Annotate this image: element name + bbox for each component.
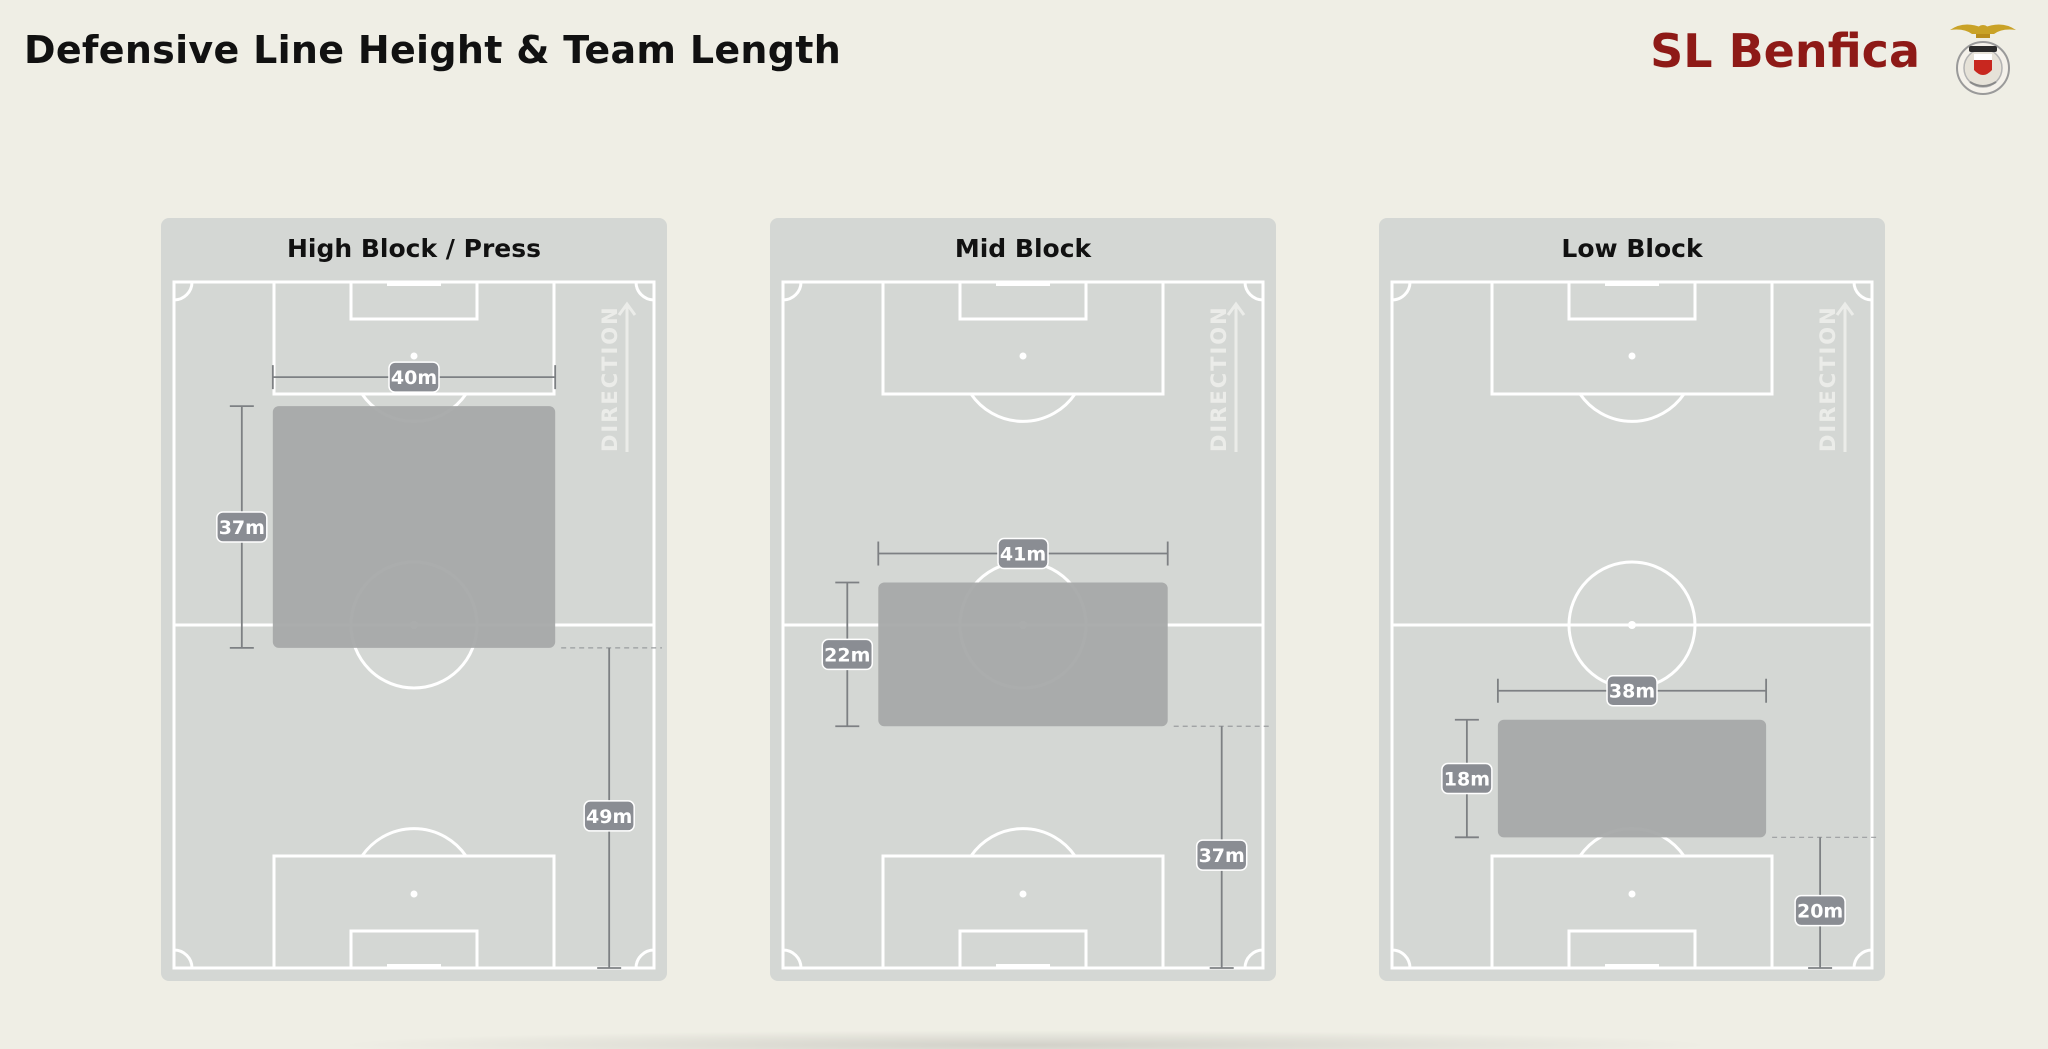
goal-bottom bbox=[387, 964, 441, 969]
goal-area-bottom bbox=[958, 929, 1088, 970]
panel-title: Low Block bbox=[1561, 234, 1703, 263]
pitch-panel-mid-block: Mid Block DIRECTION 41m 22m 37m bbox=[770, 218, 1276, 981]
length-label-bg bbox=[1441, 762, 1493, 795]
penalty-arc-bottom bbox=[360, 827, 468, 857]
shadow-decoration bbox=[330, 1030, 1720, 1049]
corner-arc bbox=[1391, 281, 1412, 302]
center-spot bbox=[1628, 621, 1636, 629]
goal-area-bottom bbox=[349, 929, 479, 970]
club-crest-icon bbox=[1950, 24, 2016, 95]
goal-area-top bbox=[1567, 280, 1697, 321]
goal-top bbox=[387, 281, 441, 286]
penalty-spot-top bbox=[410, 352, 418, 360]
pitch-diagram: DIRECTION 38m 18m 20m bbox=[1390, 280, 1880, 970]
length-label-bg bbox=[216, 511, 268, 543]
corner-arc bbox=[173, 281, 194, 302]
length-label: 22m bbox=[824, 644, 870, 666]
penalty-arc-top bbox=[969, 393, 1077, 423]
direction-arrowhead-icon bbox=[1835, 301, 1855, 316]
corner-arc bbox=[1852, 948, 1873, 969]
direction-label: DIRECTION bbox=[1207, 305, 1231, 452]
corner-arc bbox=[782, 948, 803, 969]
direction-label: DIRECTION bbox=[598, 305, 622, 452]
penalty-box-top bbox=[1490, 280, 1774, 396]
pitch-panel-high-block: High Block / Press DIRECTION 40m 37m 49m bbox=[161, 218, 667, 981]
pitch-panel-low-block: Low Block DIRECTION 38m 18m 20m bbox=[1379, 218, 1885, 981]
width-label-bg bbox=[388, 361, 440, 393]
penalty-spot-bottom bbox=[1019, 890, 1027, 898]
corner-arc bbox=[782, 281, 803, 302]
corner-arc bbox=[1391, 948, 1412, 969]
corner-arc bbox=[1243, 281, 1264, 302]
goal-bottom bbox=[996, 964, 1050, 969]
length-label-bg bbox=[821, 638, 874, 671]
goal-bottom bbox=[1605, 964, 1659, 969]
corner-arc bbox=[634, 281, 655, 302]
goal-area-top bbox=[349, 280, 479, 321]
corner-arc bbox=[1852, 281, 1873, 302]
team-block bbox=[878, 582, 1168, 727]
goal-top bbox=[996, 281, 1050, 286]
penalty-spot-bottom bbox=[410, 890, 418, 898]
penalty-arc-top bbox=[1578, 393, 1686, 423]
width-label-bg bbox=[1606, 674, 1658, 707]
direction-indicator: DIRECTION bbox=[598, 301, 637, 452]
line-height-label-bg bbox=[1794, 894, 1846, 927]
length-label: 37m bbox=[219, 517, 265, 539]
line-height-label-bg bbox=[583, 800, 635, 832]
width-label: 38m bbox=[1609, 681, 1655, 703]
width-label: 40m bbox=[391, 367, 437, 389]
length-label: 18m bbox=[1444, 769, 1490, 791]
goal-area-top bbox=[958, 280, 1088, 321]
direction-indicator: DIRECTION bbox=[1207, 301, 1246, 452]
penalty-box-bottom bbox=[272, 854, 556, 970]
penalty-box-bottom bbox=[881, 854, 1165, 970]
penalty-arc-bottom bbox=[969, 827, 1077, 857]
team-block bbox=[272, 406, 556, 648]
line-height-label-bg bbox=[1195, 839, 1248, 871]
penalty-box-top bbox=[881, 280, 1165, 396]
direction-arrowhead-icon bbox=[617, 301, 637, 316]
goal-top bbox=[1605, 281, 1659, 286]
team-block bbox=[1497, 719, 1767, 838]
line-height-label: 20m bbox=[1797, 901, 1843, 923]
corner-arc bbox=[634, 948, 655, 969]
penalty-box-bottom bbox=[1490, 854, 1774, 970]
brand-name: SL Benfica bbox=[1650, 24, 1920, 78]
pitch-diagram: DIRECTION 41m 22m 37m bbox=[781, 280, 1271, 970]
width-label: 41m bbox=[1000, 544, 1046, 566]
pitch-diagram: DIRECTION 40m 37m 49m bbox=[172, 280, 662, 970]
line-height-label: 49m bbox=[586, 806, 632, 828]
penalty-spot-bottom bbox=[1628, 890, 1636, 898]
corner-arc bbox=[1243, 948, 1264, 969]
panel-title: High Block / Press bbox=[286, 234, 542, 263]
goal-area-bottom bbox=[1567, 929, 1697, 970]
page-title: Defensive Line Height & Team Length bbox=[24, 28, 842, 72]
direction-label: DIRECTION bbox=[1816, 305, 1840, 452]
line-height-label: 37m bbox=[1199, 845, 1245, 867]
penalty-spot-top bbox=[1019, 352, 1027, 360]
panel-title: Mid Block bbox=[954, 234, 1092, 263]
width-label-bg bbox=[997, 537, 1049, 570]
direction-arrowhead-icon bbox=[1226, 301, 1246, 316]
direction-indicator: DIRECTION bbox=[1816, 301, 1855, 452]
corner-arc bbox=[173, 948, 194, 969]
penalty-spot-top bbox=[1628, 352, 1636, 360]
